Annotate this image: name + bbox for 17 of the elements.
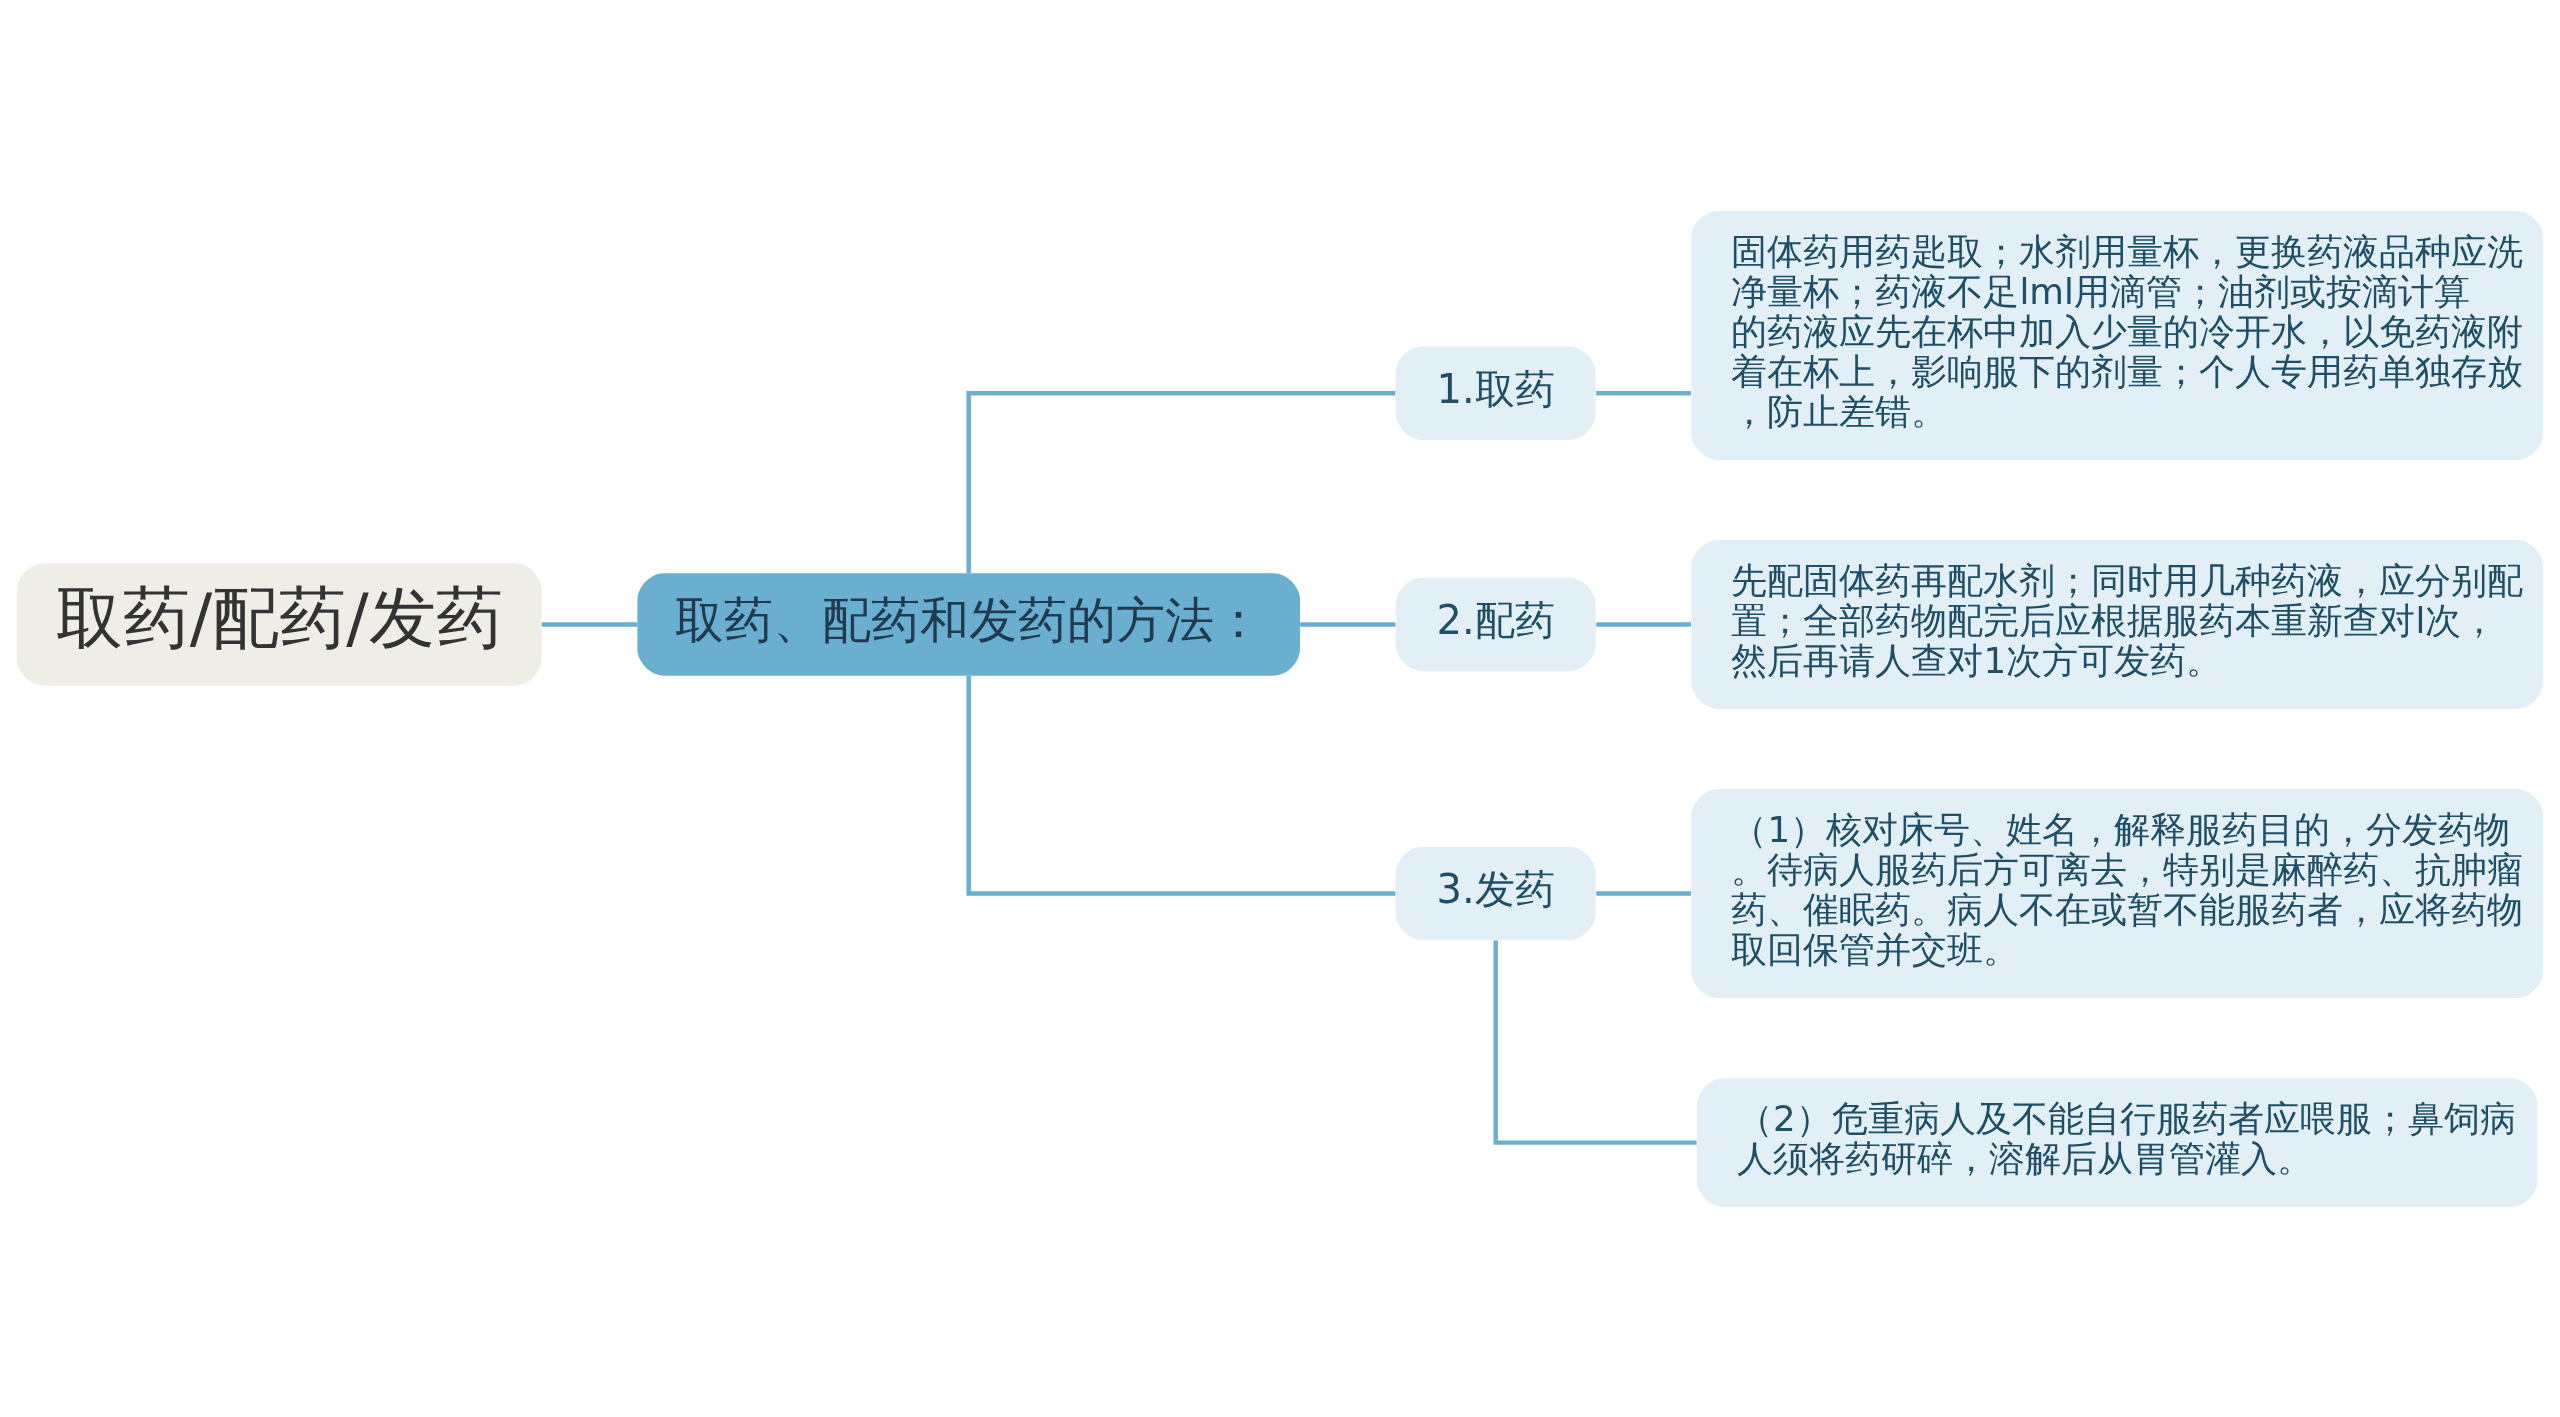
connector <box>966 390 1396 573</box>
connector <box>1596 390 1692 395</box>
node-box: 2.配药 <box>1395 577 1596 671</box>
node-box: 3.发药 <box>1395 846 1596 940</box>
connector <box>541 621 638 627</box>
connector <box>1300 621 1396 627</box>
node-box: 取药/配药/发药 <box>16 562 542 686</box>
node-box: 取药、配药和发药的方法： <box>637 572 1300 676</box>
connector <box>1596 890 1692 896</box>
node-box: 1.取药 <box>1395 346 1596 440</box>
connector <box>966 675 1396 896</box>
connector <box>1493 939 1697 1145</box>
node-box: （2）危重病人及不能自行服药者应喂服；鼻饲病人须将药研碎，溶解后从胃管灌入。 <box>1696 1077 2538 1207</box>
node-box: （1）核对床号、姓名，解释服药目的，分发药物。待病人服药后方可离去，特别是麻醉药、抗肿瘤药、催眠药。病人不在或暂不能服药者，应将药物取回保管并交班。 <box>1691 788 2544 998</box>
node-box: 先配固体药再配水剂；同时用几种药液，应分别配置；全部药物配完后应根据服药本重新查对l次，然后再请人查对1次方可发药。 <box>1691 539 2544 709</box>
connector <box>1596 621 1692 627</box>
node-box: 固体药用药匙取；水剂用量杯，更换药液品种应洗净量杯；药液不足lml用滴管；油剂或按滴计算的药液应先在杯中加入少量的冷开水，以免药液附着在杯上，影响服下的剂量；个人专用药单独存放，防止差错。 <box>1691 210 2544 460</box>
